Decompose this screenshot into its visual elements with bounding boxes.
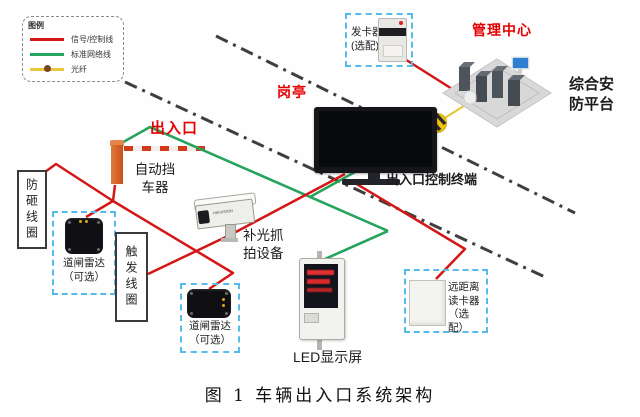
terminal-stand	[368, 173, 380, 180]
legend-item-signal: 信号/控制线	[30, 34, 120, 44]
barrier-gate-label: 自动挡 车器	[134, 162, 176, 196]
long-range-reader-device	[409, 280, 446, 326]
terminal-base	[342, 179, 400, 185]
long-range-reader-label: 远距离 读卡器 （选配）	[448, 281, 480, 334]
led-pole-top	[317, 251, 322, 261]
zone-label-booth: 岗亭	[277, 84, 307, 100]
anti-smash-loop-box: 防砸线圈	[17, 170, 47, 249]
signal-line-sample	[30, 38, 64, 41]
fiber-node-sample	[44, 65, 51, 72]
control-terminal-label: 出入口控制终端	[386, 172, 478, 187]
dispenser-slot	[379, 28, 406, 36]
gate-radar-left-label: 道闸雷达 （可选）	[63, 257, 105, 283]
camera-lens	[197, 209, 210, 225]
card-dispenser-box: 发卡器 (选配)	[345, 13, 413, 67]
network-line-sample	[30, 53, 64, 56]
terminal-screen	[319, 111, 432, 167]
long-range-reader-box: 远距离 读卡器 （选配）	[404, 269, 488, 334]
camera-brand: HIKVISION	[212, 208, 234, 216]
led-screen-panel	[304, 264, 338, 308]
led-screen-device	[299, 258, 345, 340]
legend: 图例 信号/控制线 标准网络线 光纤	[22, 16, 124, 82]
dispenser-logo-dot	[399, 21, 403, 25]
legend-item-network: 标准网络线	[30, 49, 120, 59]
figure-caption: 图 1 车辆出入口系统架构	[204, 386, 436, 406]
card-dispenser-device	[378, 18, 407, 62]
terminal-monitor	[314, 107, 437, 173]
trigger-loop-box: 触发线圈	[115, 232, 148, 322]
barrier-post-cap	[110, 140, 124, 146]
legend-item-fiber: 光纤	[30, 64, 120, 74]
capture-camera-label: 补光抓 拍设备	[243, 228, 284, 261]
zone-label-entrance: 出入口	[150, 120, 199, 137]
network-line-terminal	[309, 170, 356, 199]
led-pole-bottom	[317, 336, 322, 350]
capture-camera-device: HIKVISION	[192, 192, 258, 248]
camera-mount-base	[221, 238, 238, 242]
security-platform-graphic	[442, 56, 552, 128]
zone-label-management: 管理中心	[472, 22, 532, 38]
gate-radar-right-label: 道闸雷达 （可选）	[189, 320, 231, 346]
gate-radar-left-device	[65, 218, 103, 254]
signal-line-radar-left	[85, 199, 114, 219]
led-screen-label: LED显示屏	[293, 349, 363, 365]
network-line-main	[117, 125, 389, 233]
signal-line-to-barrier	[111, 184, 117, 202]
gate-radar-right-box: 道闸雷达 （可选）	[180, 283, 240, 353]
led-keypad	[304, 313, 319, 323]
security-platform-label: 综合安 防平台	[569, 76, 615, 113]
barrier-post	[111, 145, 123, 184]
signal-line-antismash	[44, 162, 114, 203]
network-line-led	[315, 229, 389, 265]
dispenser-panel	[383, 45, 403, 57]
legend-title: 图例	[28, 21, 44, 30]
card-dispenser-label: 发卡器 (选配)	[351, 26, 383, 53]
gate-radar-left-box: 道闸雷达 （可选）	[52, 211, 116, 295]
signal-line-reader	[349, 178, 467, 280]
gate-radar-right-device	[187, 289, 231, 318]
